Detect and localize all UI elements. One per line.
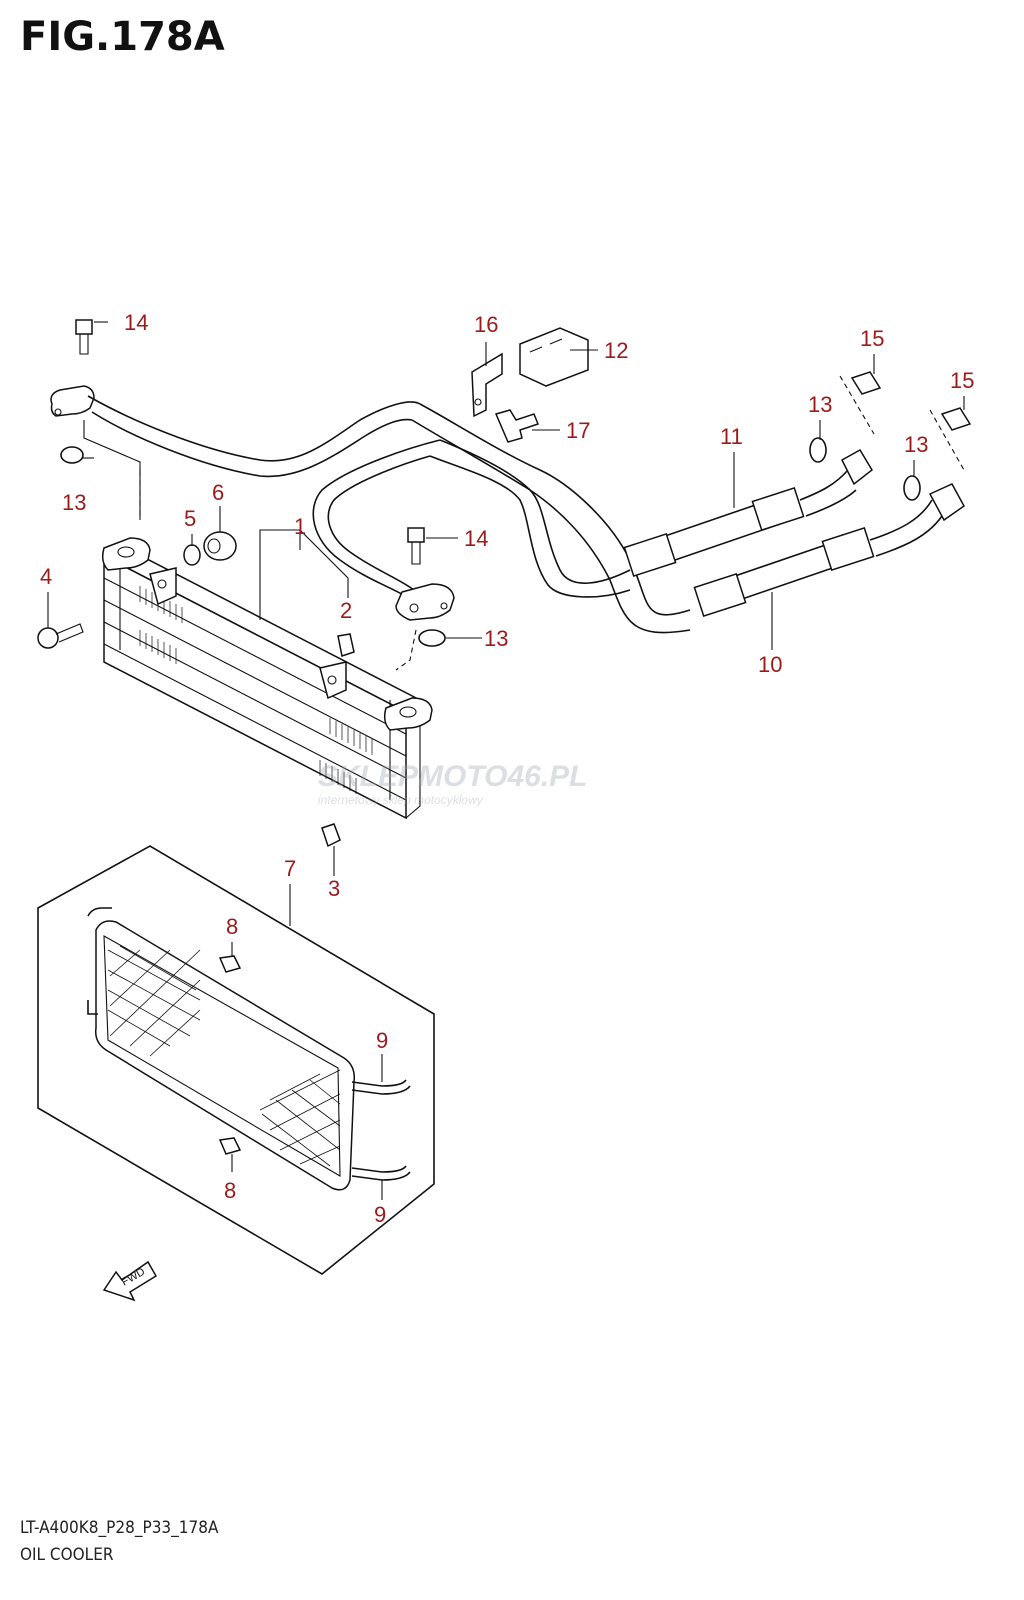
bolts — [75, 319, 972, 565]
callout-17: 17 — [566, 418, 590, 443]
bracket-parts — [471, 327, 589, 443]
collar-5 — [183, 544, 201, 566]
bolt-15-right — [940, 407, 972, 431]
callout-13-hose10: 13 — [904, 432, 928, 457]
callout-2: 2 — [340, 598, 352, 623]
callout-9-lower: 9 — [374, 1202, 386, 1227]
callout-14-center: 14 — [464, 526, 488, 551]
callout-14-upper: 14 — [124, 310, 148, 335]
callout-9-upper: 9 — [376, 1028, 388, 1053]
callout-15-right: 15 — [950, 368, 974, 393]
watermark: SKLEPMOTO46.PL internetowy sklep motocyk… — [318, 760, 588, 807]
callout-5: 5 — [184, 506, 196, 531]
bolt-14-center — [407, 527, 425, 565]
callout-13-center: 13 — [484, 626, 508, 651]
watermark-tagline: internetowy sklep motocyklowy — [318, 793, 484, 807]
leader-lines — [47, 321, 965, 1200]
bolt-4 — [37, 623, 84, 649]
oil-pipe-assembly — [50, 385, 965, 634]
callout-10: 10 — [758, 652, 782, 677]
bolt-14-upper — [75, 319, 93, 355]
watermark-brand: SKLEPMOTO46.PL — [318, 760, 588, 793]
bolt-15-left — [850, 371, 882, 395]
callout-11: 11 — [720, 424, 743, 449]
o-rings — [60, 437, 921, 647]
grommet-6 — [203, 531, 237, 561]
fwd-arrow: FWD — [102, 1260, 158, 1302]
callout-16: 16 — [474, 312, 498, 337]
callout-4: 4 — [40, 564, 52, 589]
callout-6: 6 — [212, 480, 224, 505]
callouts: 1 2 3 4 5 6 7 8 8 9 9 10 11 12 13 13 13 … — [40, 310, 974, 1227]
callout-1: 1 — [294, 514, 306, 539]
callout-7: 7 — [284, 856, 296, 881]
callout-13-hose11: 13 — [808, 392, 832, 417]
callout-15-left: 15 — [860, 326, 884, 351]
oil-cooler-core — [101, 537, 433, 820]
model-code: LT-A400K8_P28_P33_178A — [20, 1518, 219, 1538]
cover-mesh — [107, 945, 341, 1167]
section-name: OIL COOLER — [20, 1545, 114, 1565]
callout-3: 3 — [328, 876, 340, 901]
figure-title: FIG.178A — [20, 14, 225, 60]
callout-12: 12 — [604, 338, 628, 363]
callout-8-upper: 8 — [226, 914, 238, 939]
callout-13-left: 13 — [62, 490, 86, 515]
callout-8-lower: 8 — [224, 1178, 236, 1203]
